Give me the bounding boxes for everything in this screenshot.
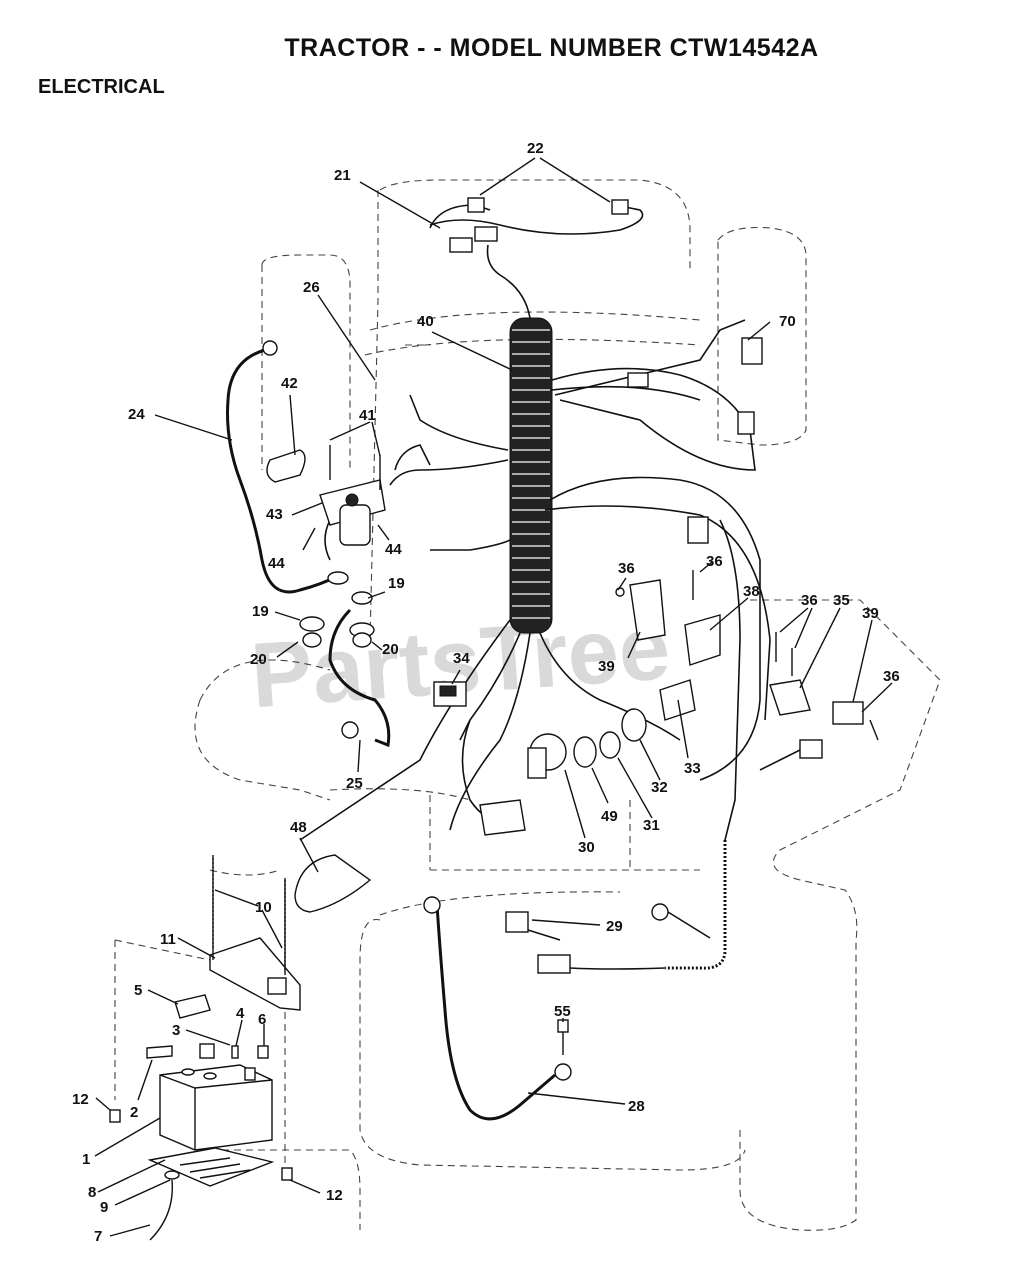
ignition-switch-30 xyxy=(479,733,567,836)
callout-36-a: 36 xyxy=(618,560,635,577)
callout-1: 1 xyxy=(82,1151,90,1168)
callout-19-left: 19 xyxy=(252,603,269,620)
callout-20-right: 20 xyxy=(382,641,399,658)
callout-30: 30 xyxy=(578,839,595,856)
callout-2: 2 xyxy=(130,1104,138,1121)
callout-33: 33 xyxy=(684,760,701,777)
switch-34 xyxy=(433,681,467,707)
boot-48 xyxy=(294,854,372,913)
callout-55: 55 xyxy=(554,1003,571,1020)
callout-12-right: 12 xyxy=(326,1187,343,1204)
callout-12-left: 12 xyxy=(72,1091,89,1108)
callout-44-left: 44 xyxy=(268,555,285,572)
callout-26: 26 xyxy=(303,279,320,296)
callout-32: 32 xyxy=(651,779,668,796)
bracket-35 xyxy=(769,679,811,716)
washers-nuts xyxy=(299,571,375,648)
boot-42 xyxy=(266,449,306,483)
callout-labels: 22 21 26 40 70 24 42 41 43 44 44 19 19 2… xyxy=(72,140,900,1245)
cable-25 xyxy=(328,608,391,748)
callout-6: 6 xyxy=(258,1011,266,1028)
callout-42: 42 xyxy=(281,375,298,392)
tractor-outline xyxy=(114,179,941,1231)
callout-40: 40 xyxy=(417,313,434,330)
callout-20-left: 20 xyxy=(250,651,267,668)
callout-38: 38 xyxy=(743,583,760,600)
nuts-12 xyxy=(109,1109,293,1181)
switch-39-right xyxy=(832,701,864,725)
callout-5: 5 xyxy=(134,982,142,999)
coil-cord xyxy=(544,840,727,970)
callout-9: 9 xyxy=(100,1199,108,1216)
callout-34: 34 xyxy=(453,650,470,667)
section-label: ELECTRICAL xyxy=(38,76,165,98)
callout-44-right: 44 xyxy=(385,541,402,558)
callout-48: 48 xyxy=(290,819,307,836)
rods-10 xyxy=(212,855,286,975)
bracket-38 xyxy=(684,614,721,666)
cable-28 xyxy=(423,896,711,1121)
callout-39-right: 39 xyxy=(862,605,879,622)
callout-31: 31 xyxy=(643,817,660,834)
callout-43: 43 xyxy=(266,506,283,523)
ground-cable-24 xyxy=(226,340,341,594)
callout-3: 3 xyxy=(172,1022,180,1039)
callout-41: 41 xyxy=(359,407,376,424)
callout-21: 21 xyxy=(334,167,351,184)
callout-4: 4 xyxy=(236,1005,245,1022)
pad-5 xyxy=(174,994,211,1019)
callout-25: 25 xyxy=(346,775,363,792)
harness-loom xyxy=(509,317,553,634)
callout-49: 49 xyxy=(601,808,618,825)
callout-70: 70 xyxy=(779,313,796,330)
callout-10: 10 xyxy=(255,899,272,916)
connectors-right xyxy=(627,337,823,759)
callout-8: 8 xyxy=(88,1184,96,1201)
bolts-36 xyxy=(692,570,879,741)
leader-lines xyxy=(94,157,893,1237)
callout-22: 22 xyxy=(527,140,544,157)
callout-7: 7 xyxy=(94,1228,102,1245)
switch-29 xyxy=(505,911,571,974)
callout-19-right: 19 xyxy=(388,575,405,592)
ignition-parts xyxy=(573,679,696,768)
bolt-55 xyxy=(557,1019,569,1055)
terminal-hardware xyxy=(146,1043,269,1059)
hold-down-11 xyxy=(209,937,301,1011)
callout-29: 29 xyxy=(606,918,623,935)
page-title: TRACTOR - - MODEL NUMBER CTW14542A xyxy=(284,34,819,62)
callout-11: 11 xyxy=(160,931,176,948)
callout-35: 35 xyxy=(833,592,850,609)
vent-tube-7 xyxy=(149,1170,180,1241)
callout-36-c: 36 xyxy=(801,592,818,609)
headlight-harness xyxy=(429,197,644,253)
callout-24: 24 xyxy=(128,406,145,423)
callout-28: 28 xyxy=(628,1098,645,1115)
battery-tray-8 xyxy=(147,1147,275,1187)
callout-36-d: 36 xyxy=(883,668,900,685)
callout-39-left: 39 xyxy=(598,658,615,675)
solenoid-43 xyxy=(319,445,386,546)
callout-36-b: 36 xyxy=(706,553,723,570)
battery-1 xyxy=(159,1064,273,1151)
